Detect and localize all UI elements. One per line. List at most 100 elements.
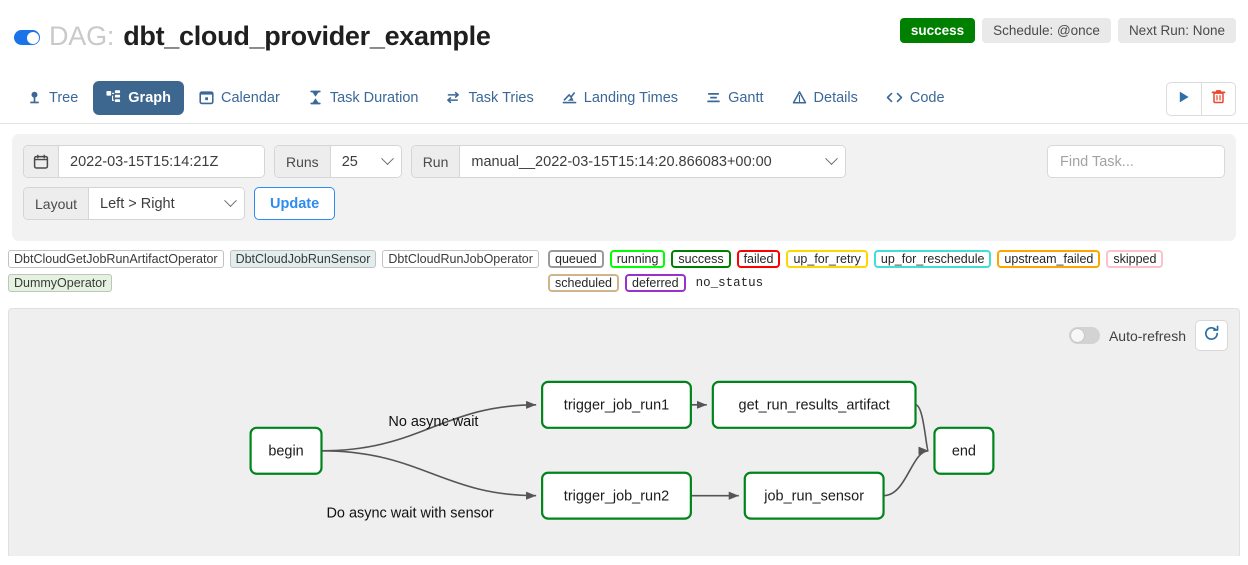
graph-node-label: job_run_sensor — [763, 489, 864, 505]
update-button[interactable]: Update — [254, 187, 336, 220]
refresh-icon — [1203, 324, 1220, 347]
graph-node[interactable]: begin — [249, 426, 323, 475]
tab-code[interactable]: Code — [873, 81, 958, 115]
graph-edges — [321, 400, 930, 500]
status-legend-chip[interactable]: failed — [736, 250, 781, 268]
play-icon — [1177, 90, 1191, 109]
page-title: dbt_cloud_provider_example — [123, 20, 491, 51]
runs-select[interactable]: 25 — [330, 146, 401, 177]
tab-calendar[interactable]: Calendar — [186, 81, 293, 115]
filter-row-layout: Layout Left > Right Update — [23, 187, 1225, 220]
tree-icon — [27, 90, 42, 105]
graph-node-box[interactable] — [541, 380, 692, 429]
tab-task-tries[interactable]: Task Tries — [433, 81, 546, 115]
status-legend-chip[interactable]: upstream_failed — [997, 250, 1101, 268]
chevron-down-icon — [224, 194, 237, 208]
tab-task-duration[interactable]: Task Duration — [295, 81, 432, 115]
canvas-toolbar: Auto-refresh — [1068, 320, 1228, 351]
schedule-badge[interactable]: Schedule: @once — [982, 18, 1111, 43]
chevron-down-icon — [380, 152, 394, 166]
graph-edge-label: No async wait — [388, 414, 478, 430]
dag-pause-toggle[interactable] — [14, 30, 40, 45]
tab-details[interactable]: Details — [779, 81, 871, 115]
graph-node[interactable]: job_run_sensor — [743, 471, 885, 520]
status-legend-no-status[interactable]: no_status — [695, 276, 764, 290]
graph-edge — [321, 449, 537, 500]
status-legend-chip[interactable]: deferred — [625, 274, 686, 292]
refresh-button[interactable] — [1195, 320, 1228, 351]
graph-node[interactable]: get_run_results_artifact — [711, 380, 917, 429]
trash-icon — [1211, 89, 1226, 109]
calendar-icon[interactable] — [24, 146, 59, 177]
status-legend-chip[interactable]: up_for_retry — [786, 250, 868, 268]
layout-control[interactable]: Layout Left > Right — [23, 187, 246, 220]
execution-date-control[interactable]: 2022-03-15T15:14:21Z — [23, 145, 265, 178]
graph-node-label: begin — [268, 444, 303, 460]
trigger-dag-button[interactable] — [1167, 83, 1201, 115]
chevron-down-icon — [825, 152, 839, 166]
status-legend-chip[interactable]: up_for_reschedule — [873, 250, 992, 268]
tab-graph[interactable]: Graph — [93, 80, 184, 115]
execution-date-input[interactable]: 2022-03-15T15:14:21Z — [59, 146, 264, 177]
tab-tree[interactable]: Tree — [14, 81, 91, 115]
graph-node-box[interactable] — [541, 471, 692, 520]
graph-node-box[interactable] — [249, 426, 323, 475]
find-task-input[interactable]: Find Task... — [1047, 145, 1225, 178]
auto-refresh-toggle[interactable] — [1068, 327, 1100, 344]
landing-icon — [562, 90, 577, 105]
next-run-badge: Next Run: None — [1117, 18, 1236, 43]
graph-node-label: trigger_job_run1 — [564, 398, 669, 414]
dag-header: DAG: dbt_cloud_provider_example success … — [0, 0, 1248, 72]
status-legend-chip[interactable]: scheduled — [548, 274, 619, 292]
tab-landing-times[interactable]: Landing Times — [549, 81, 691, 115]
graph-node-box[interactable] — [933, 426, 995, 475]
tab-label: Task Duration — [329, 89, 419, 106]
run-select-value: manual__2022-03-15T15:14:20.866083+00:00 — [471, 153, 772, 170]
tab-label: Landing Times — [583, 89, 679, 106]
graph-edge — [883, 446, 929, 497]
run-control[interactable]: Run manual__2022-03-15T15:14:20.866083+0… — [410, 145, 847, 178]
operator-legend-chip[interactable]: DbtCloudRunJobOperator — [382, 250, 539, 268]
run-label: Run — [411, 146, 461, 177]
graph-nodes[interactable]: begin trigger_job_run1 get_run_results_art… — [249, 380, 995, 520]
tab-gantt[interactable]: Gantt — [693, 81, 776, 115]
graph-node-box[interactable] — [711, 380, 917, 429]
operator-legend-chip[interactable]: DummyOperator — [8, 274, 113, 292]
graph-node-label: get_run_results_artifact — [739, 398, 890, 414]
operator-legend-chip[interactable]: DbtCloudJobRunSensor — [229, 250, 377, 268]
runs-control[interactable]: Runs 25 — [274, 145, 402, 178]
graph-node[interactable]: trigger_job_run2 — [541, 471, 692, 520]
status-legend-chip[interactable]: queued — [548, 250, 604, 268]
dag-filter-panel: 2022-03-15T15:14:21Z Runs 25 Run manual_… — [12, 134, 1236, 241]
graph-node[interactable]: end — [933, 426, 995, 475]
triangle-icon — [792, 90, 807, 105]
tab-label: Graph — [128, 89, 171, 106]
calendar-icon — [199, 90, 214, 105]
graph-edge — [321, 400, 537, 452]
tab-label: Calendar — [220, 89, 280, 106]
status-legend-chip[interactable]: running — [609, 250, 666, 268]
graph-node-box[interactable] — [743, 471, 885, 520]
delete-dag-button[interactable] — [1201, 83, 1235, 115]
layout-label: Layout — [24, 188, 90, 219]
run-select[interactable]: manual__2022-03-15T15:14:20.866083+00:00 — [460, 146, 846, 177]
operator-legend-chip[interactable]: DbtCloudGetJobRunArtifactOperator — [8, 250, 224, 268]
graph-edge — [915, 404, 930, 455]
tab-label: Tree — [49, 89, 79, 106]
status-legend-chip[interactable]: success — [671, 250, 731, 268]
layout-select-value: Left > Right — [100, 195, 175, 212]
runs-select-value: 25 — [341, 153, 358, 170]
status-legend-chip[interactable]: skipped — [1106, 250, 1164, 268]
layout-select[interactable]: Left > Right — [89, 188, 245, 219]
tab-label: Details — [813, 89, 858, 106]
status-legend: queued running success failed up_for_retry up… — [548, 250, 1240, 296]
tab-label: Code — [909, 89, 945, 106]
graph-node[interactable]: trigger_job_run1 — [541, 380, 692, 429]
graph-node-label: end — [952, 444, 976, 460]
graph-icon — [106, 90, 121, 105]
dag-actions — [1166, 82, 1236, 116]
header-badges: success Schedule: @once Next Run: None — [899, 18, 1236, 43]
